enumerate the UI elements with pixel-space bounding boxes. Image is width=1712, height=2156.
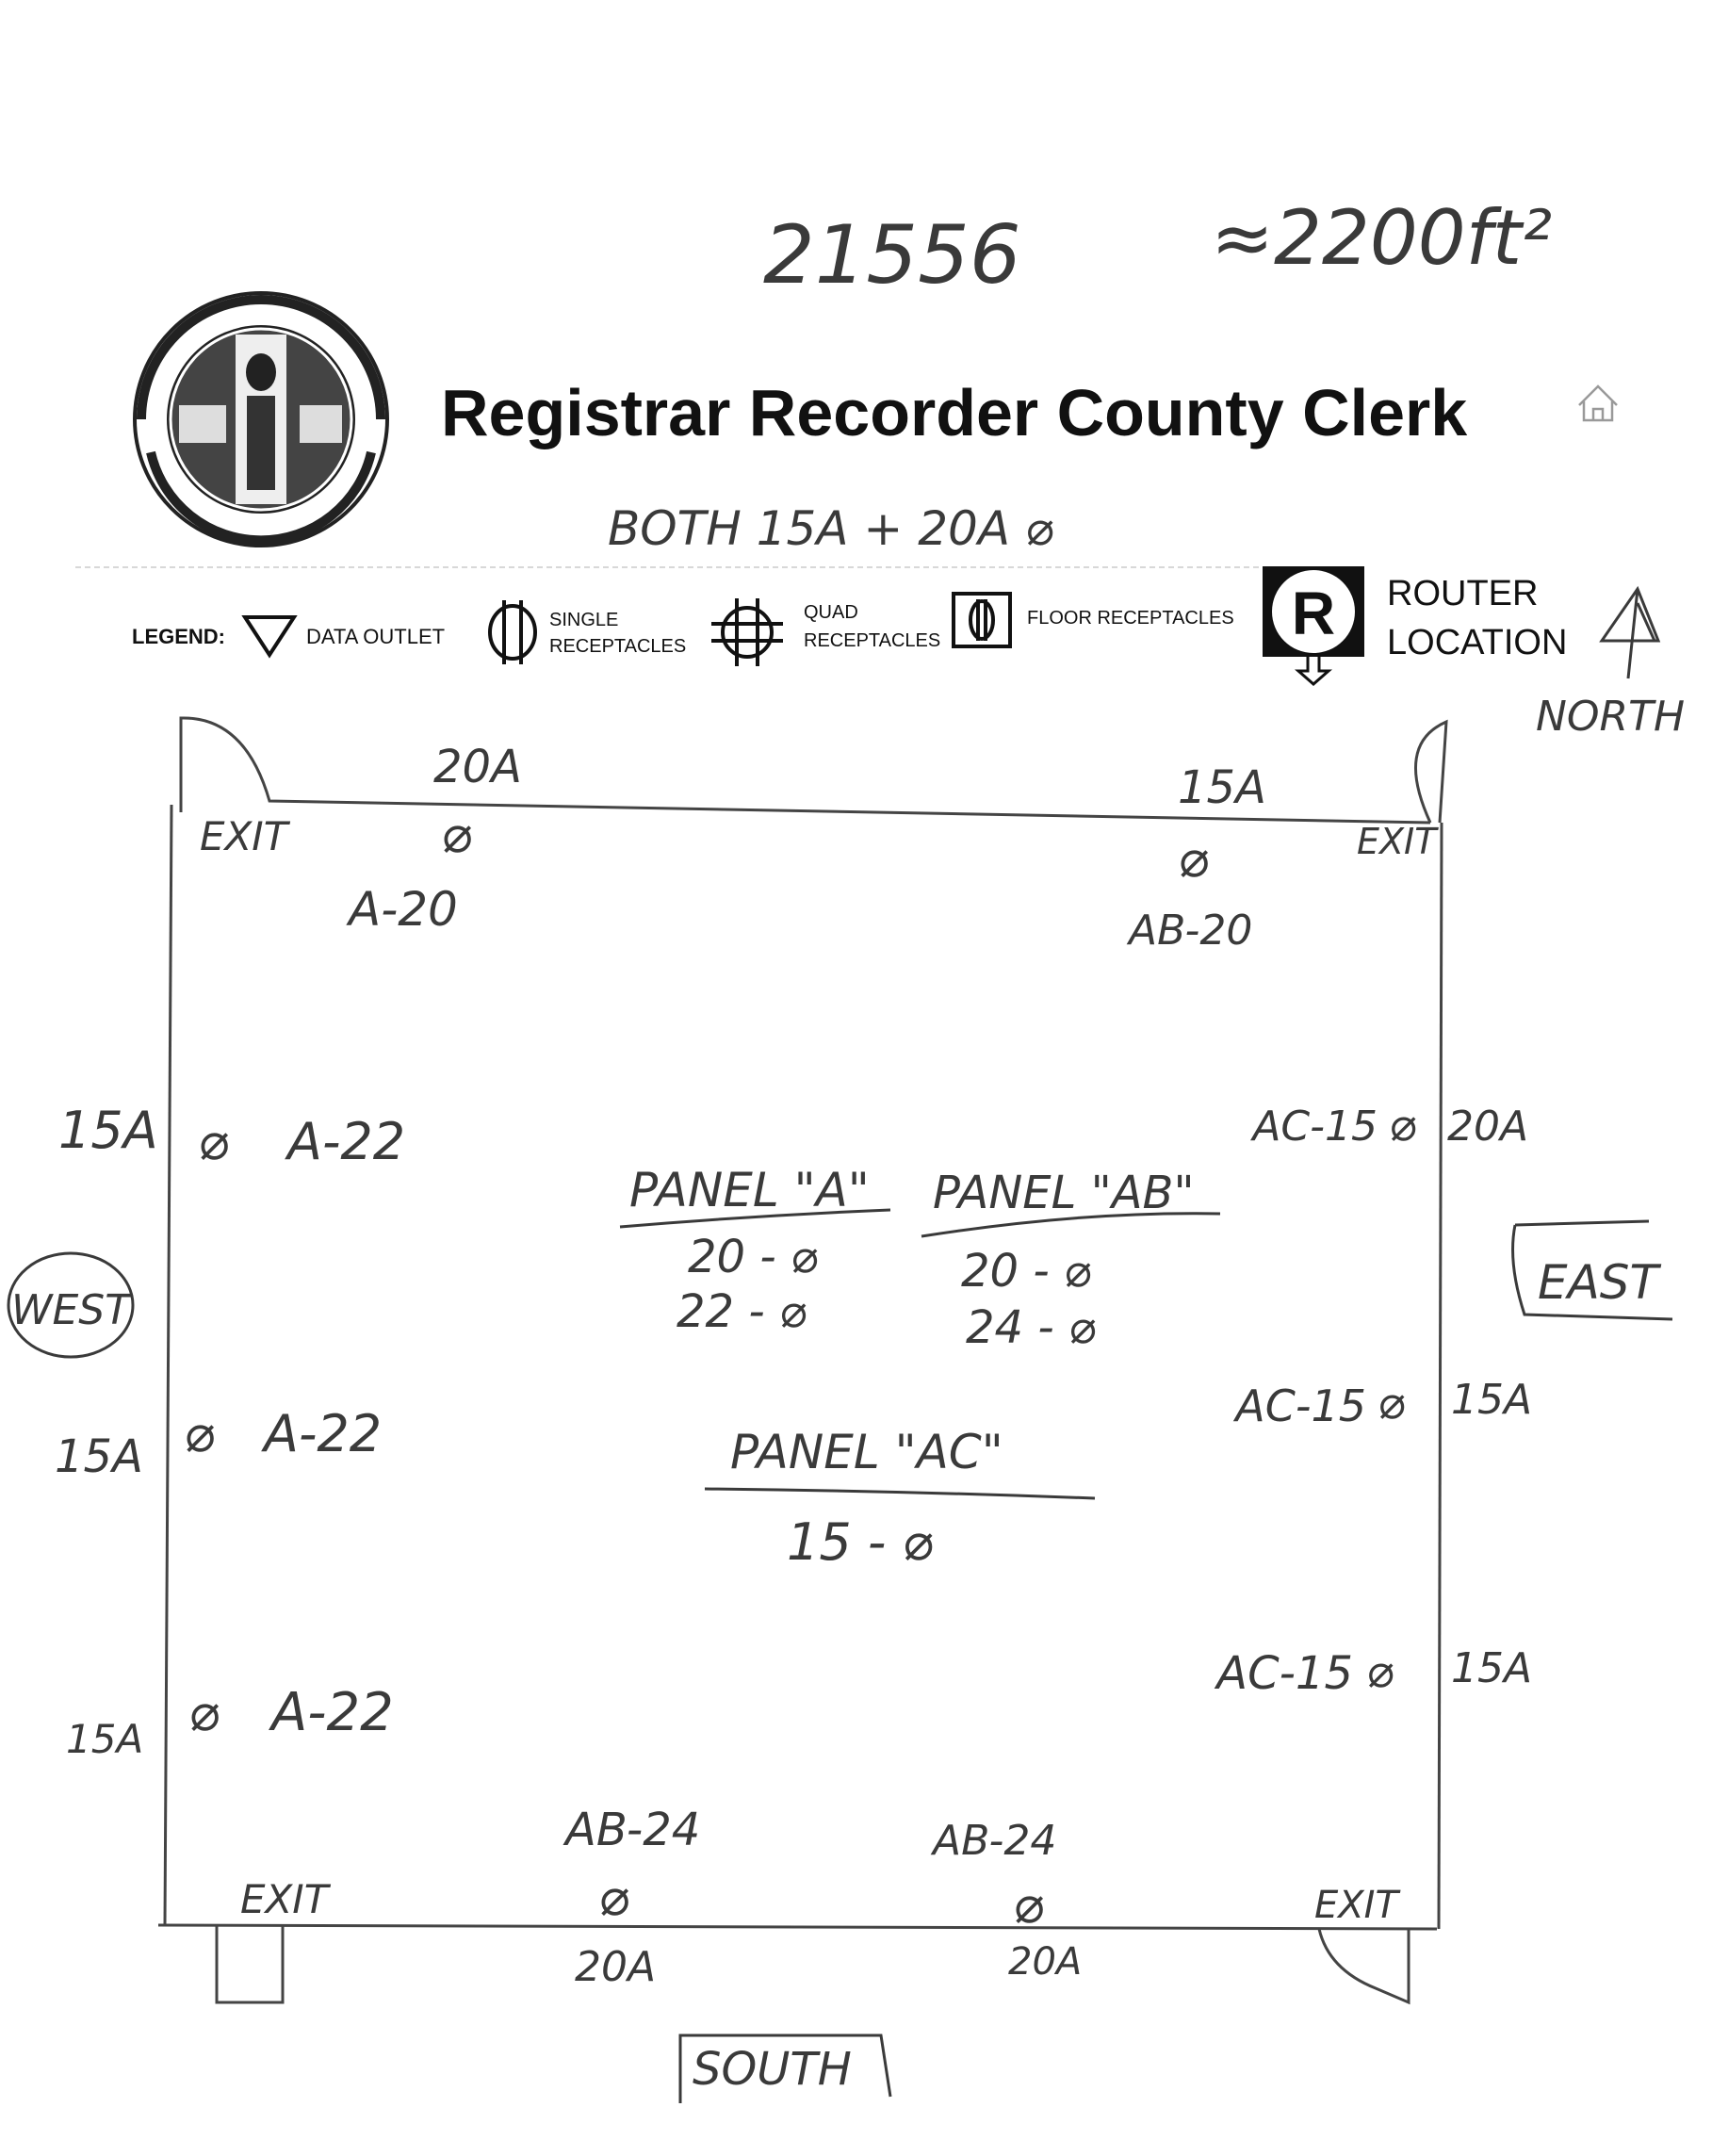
legend-floor: FLOOR RECEPTACLES: [1027, 608, 1234, 629]
west-label: WEST: [11, 1286, 133, 1334]
outlet-n2-circuit: AB-20: [1126, 906, 1252, 955]
south-label: SOUTH: [693, 2043, 852, 2096]
outlet-w3-circuit: A-22: [269, 1682, 394, 1743]
outlet-w1-symbol: ⌀: [198, 1112, 229, 1171]
page-title: Registrar Recorder County Clerk: [441, 376, 1467, 449]
svg-text:R: R: [1292, 580, 1335, 647]
outlet-e3-circuit: AC-15: [1214, 1647, 1353, 1700]
legend-data-outlet: DATA OUTLET: [306, 625, 445, 648]
panel-ab-title: PANEL "AB": [933, 1167, 1195, 1219]
outlet-w2-amps: 15A: [55, 1430, 143, 1483]
outlet-n1-amps: 20A: [433, 741, 522, 793]
outlet-n2-amps: 15A: [1178, 761, 1266, 814]
area-note: ≈2200ft²: [1211, 194, 1552, 282]
legend-router-2: LOCATION: [1387, 623, 1567, 662]
outlet-e2-symbol: ⌀: [1378, 1377, 1405, 1429]
legend-single-2: RECEPTACLES: [549, 636, 686, 657]
job-number: 21556: [763, 208, 1021, 302]
panel-ac-title: PANEL "AC": [730, 1425, 1003, 1479]
outlet-s1-amps: 20A: [575, 1943, 656, 1991]
home-icon: [1578, 384, 1618, 422]
panel-a-title: PANEL "A": [629, 1163, 870, 1217]
single-receptacle-icon: [488, 600, 537, 664]
outlet-n1-symbol: ⌀: [441, 805, 472, 864]
legend-label: LEGEND:: [132, 625, 225, 648]
floor-receptacle-icon: [952, 592, 1012, 648]
data-outlet-icon: [241, 615, 298, 659]
panel-ab-schedule: PANEL "AB" 20 - ⌀ 24 - ⌀: [921, 1167, 1221, 1354]
exit-southwest: EXIT: [240, 1876, 332, 1922]
breaker-note: BOTH 15A + 20A ⌀: [608, 501, 1053, 556]
panel-a-line-1: 20 - ⌀: [688, 1231, 818, 1283]
outlet-w2-symbol: ⌀: [184, 1404, 215, 1463]
router-icon: R: [1263, 566, 1364, 686]
north-arrow-icon: [1599, 585, 1661, 679]
exit-southeast: EXIT: [1314, 1884, 1401, 1927]
outlet-e3-amps: 15A: [1451, 1644, 1532, 1692]
exit-northeast: EXIT: [1357, 821, 1439, 862]
outlet-e2-amps: 15A: [1451, 1376, 1532, 1424]
county-seal-logo: [133, 291, 389, 547]
outlet-e1-symbol: ⌀: [1389, 1099, 1416, 1152]
room-outline: [157, 716, 1448, 2005]
legend-quad-2: RECEPTACLES: [804, 630, 940, 651]
legend-single-1: SINGLE: [549, 610, 618, 630]
outlet-w3-symbol: ⌀: [188, 1683, 220, 1742]
outlet-n1-circuit: A-20: [346, 882, 458, 937]
panel-ab-line-1: 20 - ⌀: [961, 1245, 1091, 1298]
north-label: NORTH: [1536, 693, 1685, 741]
outlet-w2-circuit: A-22: [261, 1404, 382, 1463]
outlet-w1-amps: 15A: [58, 1101, 158, 1160]
outlet-s2-symbol: ⌀: [1013, 1875, 1044, 1935]
west-label-outline: [7, 1251, 135, 1359]
panel-a-schedule: PANEL "A" 20 - ⌀ 22 - ⌀: [619, 1163, 891, 1338]
outlet-e1-circuit: AC-15: [1249, 1102, 1378, 1151]
outlet-s1-symbol: ⌀: [598, 1868, 629, 1927]
outlet-e1-amps: 20A: [1447, 1102, 1528, 1151]
outlet-w3-amps: 15A: [66, 1716, 143, 1762]
outlet-e3-symbol: ⌀: [1366, 1645, 1394, 1698]
panel-ac-line-1: 15 - ⌀: [787, 1512, 934, 1572]
east-label: EAST: [1538, 1255, 1662, 1310]
legend-router-1: ROUTER: [1387, 574, 1538, 613]
outlet-w1-circuit: A-22: [285, 1112, 405, 1171]
outlet-n2-symbol: ⌀: [1178, 829, 1209, 889]
south-label-outline: [678, 2034, 892, 2103]
quad-receptacle-icon: [711, 598, 783, 666]
outlet-s2-amps: 20A: [1008, 1940, 1082, 1984]
outlet-s1-circuit: AB-24: [563, 1804, 700, 1856]
panel-a-line-2: 22 - ⌀: [677, 1285, 807, 1338]
panel-ac-schedule: PANEL "AC" 15 - ⌀: [704, 1425, 1096, 1572]
east-label-outline: [1511, 1219, 1673, 1321]
outlet-s2-circuit: AB-24: [930, 1817, 1056, 1865]
legend-quad-1: QUAD: [804, 602, 858, 623]
outlet-e2-circuit: AC-15: [1232, 1380, 1366, 1431]
panel-ab-line-2: 24 - ⌀: [966, 1301, 1096, 1354]
exit-northwest: EXIT: [200, 813, 291, 859]
